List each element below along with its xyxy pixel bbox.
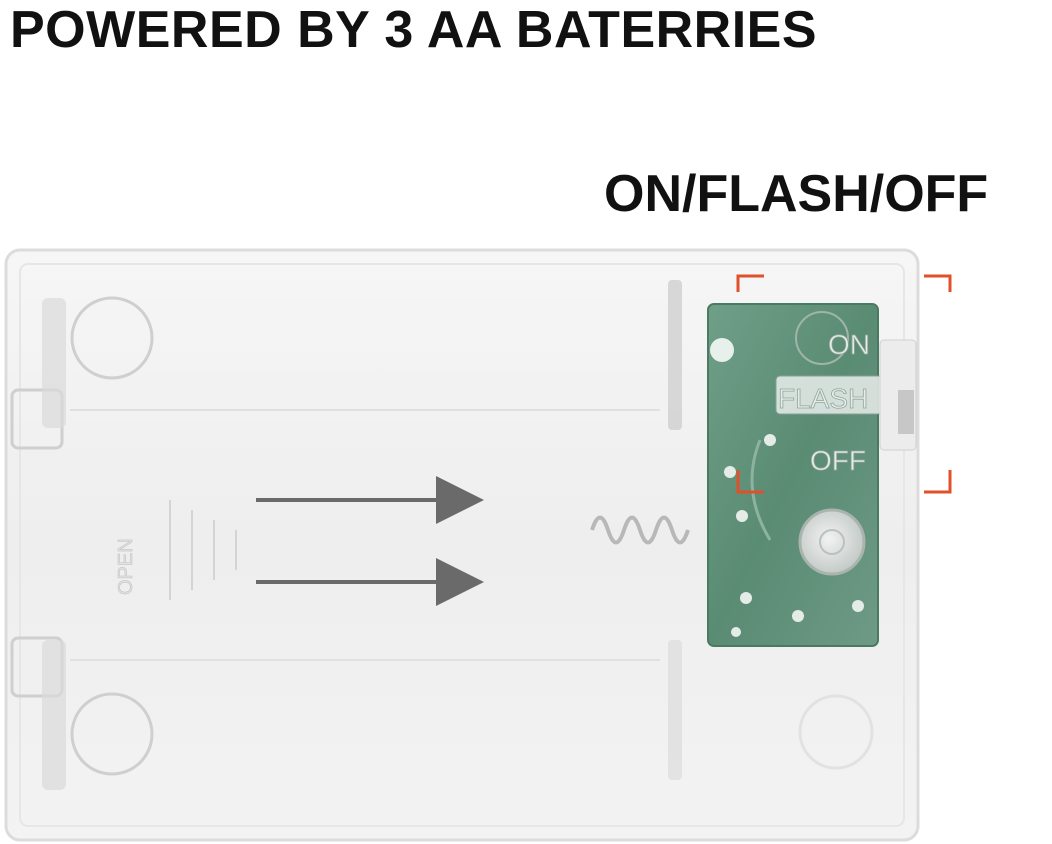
pcb-label-on: ON (828, 329, 870, 360)
button-icon (798, 508, 866, 576)
pcb-label-flash: FLASH (778, 383, 868, 414)
pcb-label-off: OFF (810, 445, 866, 476)
battery-box-body (4, 248, 920, 842)
slide-direction-arrows (256, 476, 484, 606)
open-label: OPEN (115, 538, 137, 595)
spring-contact (590, 515, 690, 545)
battery-box-photo: OPEN ON FLASH OFF (4, 248, 952, 842)
switch-highlight-bracket (736, 274, 952, 494)
switch-label: ON/FLASH/OFF (604, 165, 989, 223)
headline: POWERED BY 3 AA BATERRIES (10, 1, 818, 59)
